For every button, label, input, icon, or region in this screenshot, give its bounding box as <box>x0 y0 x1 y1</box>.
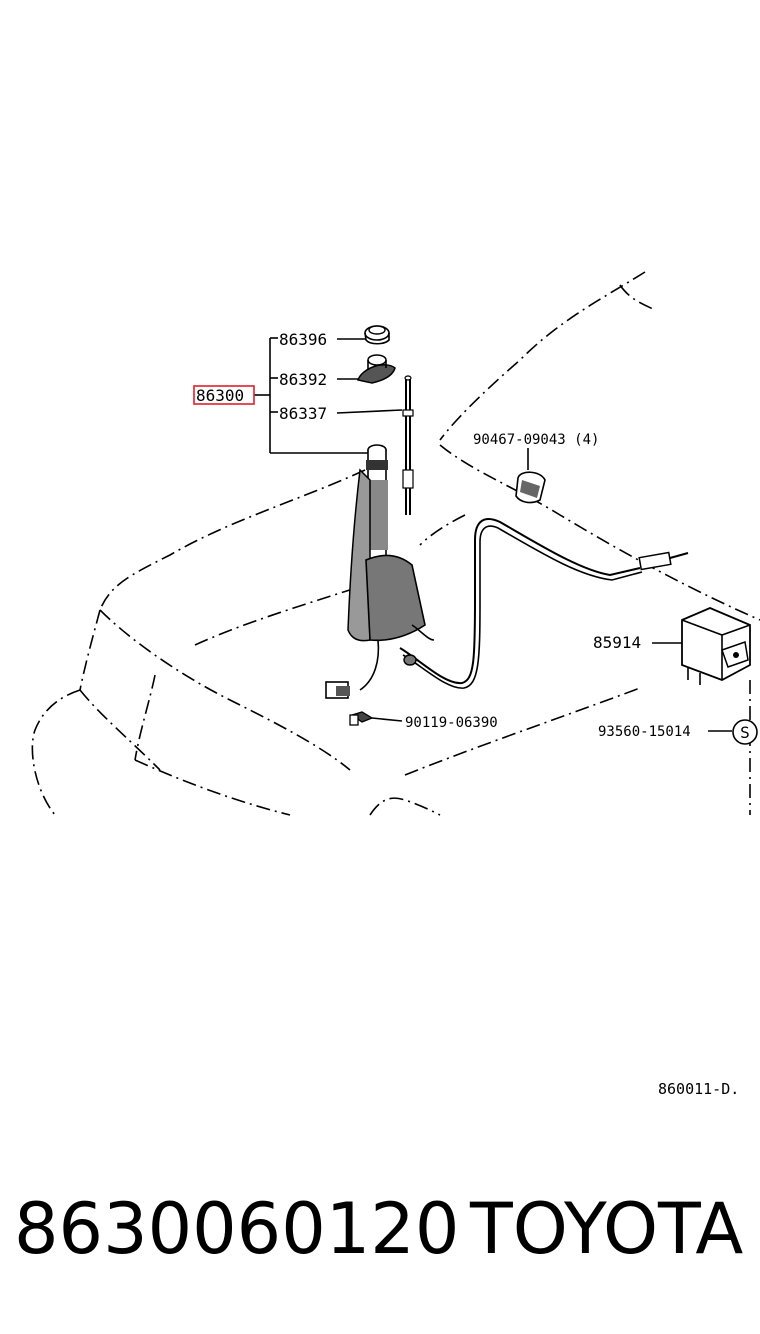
std-symbol-label: S <box>740 723 750 742</box>
vehicle-body-outline <box>31 271 760 816</box>
callout-assembly[interactable]: 86300 <box>196 386 244 405</box>
screw-part <box>349 711 374 726</box>
coax-cable <box>399 518 689 689</box>
callout-screw[interactable]: 90119-06390 <box>405 715 498 731</box>
callout-relay[interactable]: 85914 <box>593 633 641 652</box>
antenna-motor <box>325 444 435 699</box>
clamp-part <box>515 471 546 504</box>
figure-code: 860011-D. <box>658 1080 739 1098</box>
callout-cable[interactable]: 86337 <box>279 404 327 423</box>
callout-std-part[interactable]: 93560-15014 <box>598 724 691 740</box>
callout-nut[interactable]: 86396 <box>279 330 327 349</box>
callout-bezel[interactable]: 86392 <box>279 370 327 389</box>
assembly-bracket <box>254 337 368 454</box>
leader-lines <box>336 338 732 732</box>
relay-part <box>681 607 751 685</box>
assembly-highlight-box <box>193 385 255 405</box>
bezel-part <box>357 354 396 384</box>
standard-part-symbol: S <box>732 719 758 745</box>
brand-name: TOYOTA <box>470 1188 744 1270</box>
nut-part <box>364 325 390 345</box>
callout-clamp[interactable]: 90467-09043 (4) <box>473 432 599 448</box>
part-number: 8630060120 <box>14 1188 460 1270</box>
antenna-rod <box>402 375 414 515</box>
